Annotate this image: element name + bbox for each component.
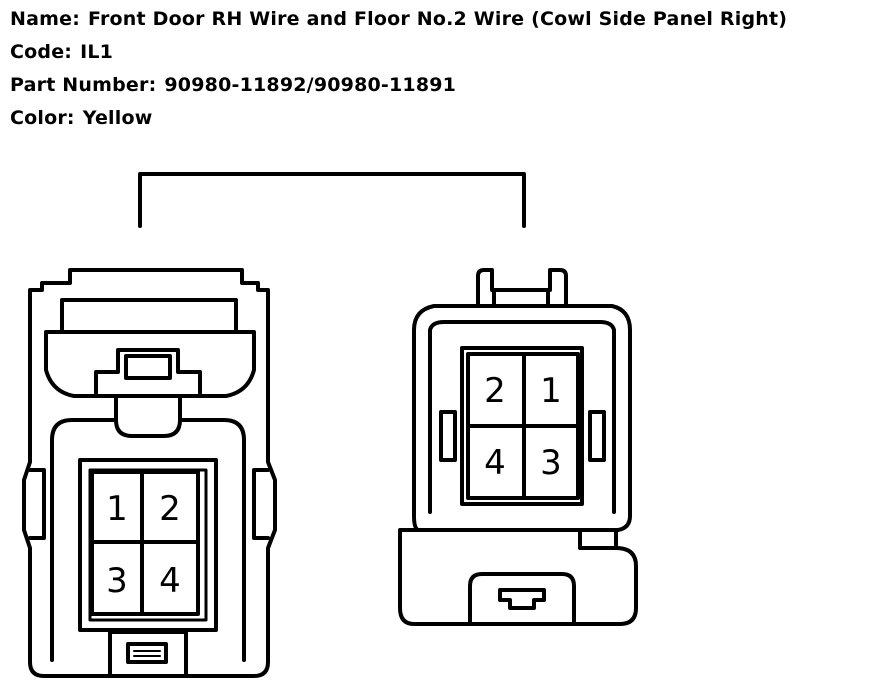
part-number-row: Part Number: 90980-11892/90980-11891 <box>10 74 456 96</box>
left-lever-inner <box>60 298 238 334</box>
connector-name-row: Name: Front Door RH Wire and Floor No.2 W… <box>10 8 787 30</box>
connector-color-row: Color: Yellow <box>10 107 152 129</box>
right-side-lock-left <box>439 410 457 462</box>
connector-name: Front Door RH Wire and Floor No.2 Wire (… <box>88 8 788 30</box>
left-connector: 1 2 3 4 <box>22 268 277 678</box>
connector-code: IL1 <box>80 41 114 63</box>
right-cavity-frame <box>460 346 584 506</box>
left-latch-inner <box>124 354 172 380</box>
left-latch <box>94 348 202 398</box>
mating-bracket <box>138 172 526 228</box>
left-connector-body <box>22 268 277 678</box>
left-pin-3-label: 3 <box>106 561 128 601</box>
connector-code-row: Code: IL1 <box>10 41 113 63</box>
color-label: Color: <box>10 107 75 129</box>
right-top-lock-inner <box>492 288 550 308</box>
left-side-latch-right <box>252 468 270 540</box>
right-top-lock <box>476 268 568 308</box>
right-side-lock-right <box>588 410 606 462</box>
left-cavity-frame <box>78 458 218 632</box>
right-connector-body <box>398 304 638 626</box>
left-bottom-slot <box>126 642 168 664</box>
left-side-latch-left <box>28 468 46 540</box>
right-pin-cell-3 <box>522 424 580 500</box>
left-pin-1-label: 1 <box>106 489 128 529</box>
left-pin-4-label: 4 <box>159 561 181 601</box>
right-pin-4-label: 4 <box>484 443 506 483</box>
left-inner-housing <box>50 418 246 662</box>
left-pin-cell-4 <box>140 540 200 616</box>
left-latch-tab <box>114 394 182 438</box>
left-pin-2-label: 2 <box>159 489 181 529</box>
right-pin-3-label: 3 <box>540 443 562 483</box>
part-number: 90980-11892/90980-11891 <box>164 74 457 96</box>
right-connector: 2 1 4 3 <box>398 268 638 626</box>
right-pin-2-label: 2 <box>484 371 506 411</box>
left-lock-lever <box>44 330 256 398</box>
code-label: Code: <box>10 41 73 63</box>
part-number-label: Part Number: <box>10 74 157 96</box>
right-skirt-step <box>578 528 618 550</box>
right-pin-1-label: 1 <box>540 371 562 411</box>
right-bottom-key <box>468 572 576 626</box>
right-body-inner <box>428 320 616 514</box>
connector-color: Yellow <box>82 107 153 129</box>
right-bottom-slot <box>498 588 546 610</box>
left-bottom-key <box>108 630 188 678</box>
name-label: Name: <box>10 8 81 30</box>
